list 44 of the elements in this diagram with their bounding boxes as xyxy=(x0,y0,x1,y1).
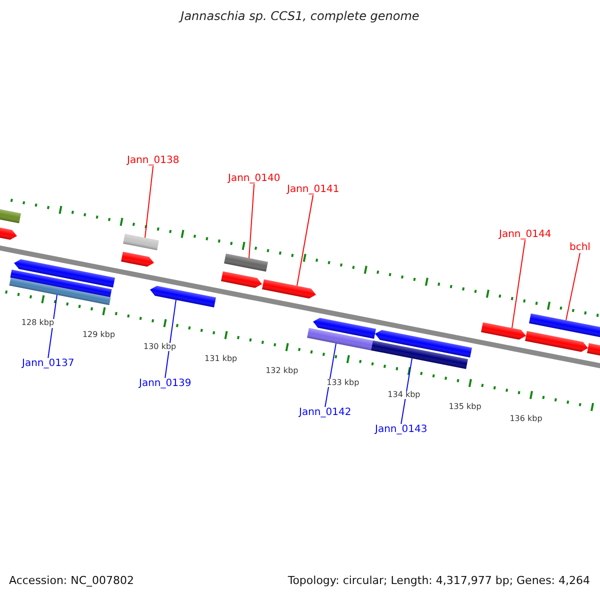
gene-feature xyxy=(221,271,262,288)
scale-label: 128 kbp xyxy=(21,318,54,328)
gene-block xyxy=(123,234,159,250)
leader-line xyxy=(48,294,58,358)
gene-label: Jann_0144 xyxy=(499,229,552,240)
gene-label: Jann_0140 xyxy=(228,173,280,184)
gene-feature xyxy=(150,286,216,308)
gene-feature xyxy=(262,279,316,298)
gene-label: Jann_0138 xyxy=(127,155,180,166)
gene-feature xyxy=(481,322,526,340)
gene-label: Jann_0142 xyxy=(299,407,352,418)
gene-block xyxy=(0,207,21,224)
leader-line xyxy=(324,342,336,408)
scale-label: 136 kbp xyxy=(510,414,542,424)
diagram-title: Jannaschia sp. CCS1, complete genome xyxy=(178,10,420,24)
scale-label: 129 kbp xyxy=(82,330,116,340)
gene-feature xyxy=(587,343,600,358)
leader-line xyxy=(566,252,580,321)
gene-label: Jann_0143 xyxy=(375,424,428,435)
leader-line xyxy=(400,358,412,424)
gene-feature xyxy=(525,331,588,352)
gene-block xyxy=(529,313,600,340)
gene-feature xyxy=(375,330,472,358)
gene-label: Jann_0137 xyxy=(22,358,74,369)
gene-label: bchl xyxy=(570,242,590,253)
gene-feature xyxy=(14,259,115,288)
gene-label: Jann_0139 xyxy=(139,378,192,389)
genome-info: Topology: circular; Length: 4,317,977 bp; Genes: 4,264 xyxy=(288,575,590,588)
gene-feature xyxy=(0,225,17,240)
leader-line xyxy=(512,240,526,329)
gene-feature xyxy=(313,318,376,339)
scale-label: 133 kbp xyxy=(326,378,360,388)
scale-label: 132 kbp xyxy=(266,366,298,376)
gene-block xyxy=(224,254,268,272)
leader-line xyxy=(296,194,314,286)
leader-line xyxy=(144,166,154,238)
leader-line xyxy=(164,299,176,378)
gene-label: Jann_0141 xyxy=(287,184,340,195)
scale-label: 135 kbp xyxy=(448,402,482,412)
accession-label: Accession: NC_007802 xyxy=(9,575,134,588)
gene-feature xyxy=(121,252,154,267)
scale-label: 130 kbp xyxy=(144,342,176,352)
scale-label: 134 kbp xyxy=(388,390,420,400)
scale-label: 131 kbp xyxy=(204,354,238,364)
